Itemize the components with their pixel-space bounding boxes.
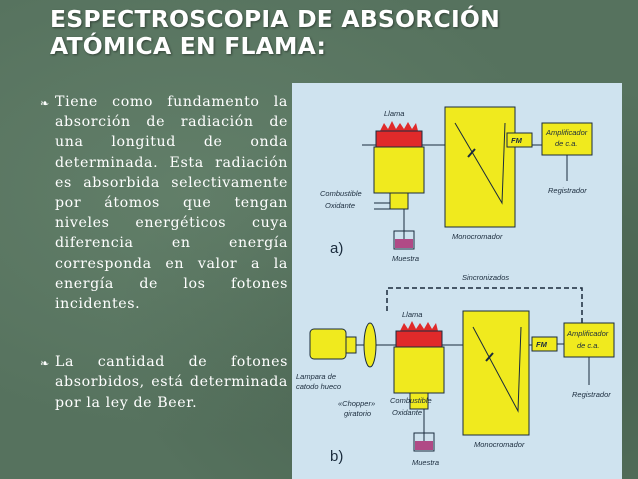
bullet-text: Tiene como fundamento la absorción de ra… bbox=[55, 94, 288, 313]
sample-liquid bbox=[395, 239, 413, 248]
bullet-text: La cantidad de fotones absorbidos, está … bbox=[55, 354, 288, 411]
flame-icon bbox=[380, 121, 418, 131]
sync-label: Sincronizados bbox=[462, 273, 509, 282]
amplifier-box-b bbox=[563, 322, 615, 358]
burner-neck-b bbox=[409, 392, 429, 410]
lamp-window bbox=[345, 336, 357, 354]
fm-detector-box bbox=[506, 132, 533, 148]
flame-label: Llama bbox=[384, 109, 404, 118]
slide-title: ESPECTROSCOPIA DE ABSORCIÓN ATÓMICA EN F… bbox=[50, 5, 500, 60]
bullet-ley-beer: ❧ La cantidad de fotones absorbidos, est… bbox=[40, 352, 288, 413]
amplifier-label-line2: de c.a. bbox=[555, 139, 578, 148]
burner-neck bbox=[389, 192, 409, 210]
flame-icon bbox=[400, 321, 438, 331]
sample-label: Muestra bbox=[392, 254, 419, 263]
sample-beaker-b bbox=[413, 432, 435, 452]
diagram-panel-a: Llama Combustible Oxidante Muestra Monoc… bbox=[320, 106, 593, 263]
panel-a-label: a) bbox=[330, 240, 343, 257]
oxidant-label: Oxidante bbox=[325, 201, 355, 210]
lamp-label-line2: catodo hueco bbox=[296, 382, 341, 391]
grating-icon bbox=[467, 148, 476, 158]
sample-liquid-b bbox=[415, 441, 433, 450]
monochromator-optics bbox=[454, 122, 506, 205]
amplifier-label-line1: Amplificador bbox=[545, 128, 588, 137]
burner-head bbox=[375, 130, 423, 148]
fm-label: FM bbox=[511, 136, 523, 145]
fuel-label: Combustible bbox=[320, 189, 362, 198]
recorder-label-b: Registrador bbox=[572, 390, 611, 399]
amplifier-box bbox=[541, 122, 593, 156]
amplifier-label-b-line1: Amplificador bbox=[566, 329, 609, 338]
monochromator-label-b: Monocromador bbox=[474, 440, 525, 449]
burner-body-b bbox=[393, 346, 445, 394]
bullet-fundamento: ❧ Tiene como fundamento la absorción de … bbox=[40, 92, 288, 314]
sample-beaker bbox=[393, 230, 415, 250]
monochromator-optics-b bbox=[472, 326, 522, 413]
recorder-label: Registrador bbox=[548, 186, 587, 195]
fuel-label-b: Combustible bbox=[390, 396, 432, 405]
sync-dashed-line bbox=[386, 287, 583, 323]
bullet-icon: ❧ bbox=[40, 357, 50, 371]
diagram-panel-b: Sincronizados Lampara de catodo hueco «C… bbox=[296, 273, 615, 467]
monochromator-label: Monocromador bbox=[452, 232, 503, 241]
spectrometer-diagram: Llama Combustible Oxidante Muestra Monoc… bbox=[292, 83, 622, 479]
chopper-label-line1: «Chopper» bbox=[338, 399, 375, 408]
fm-label-b: FM bbox=[536, 340, 548, 349]
chopper-icon bbox=[363, 322, 377, 368]
amplifier-label-b-line2: de c.a. bbox=[577, 341, 600, 350]
oxidant-label-b: Oxidante bbox=[392, 408, 422, 417]
flame-label-b: Llama bbox=[402, 310, 422, 319]
bullet-list: ❧ Tiene como fundamento la absorción de … bbox=[40, 92, 288, 413]
spectrometer-diagram-svg: Llama Combustible Oxidante Muestra Monoc… bbox=[296, 106, 615, 467]
burner-body bbox=[373, 146, 425, 194]
panel-b-label: b) bbox=[330, 448, 343, 465]
chopper-label-line2: giratorio bbox=[344, 409, 371, 418]
sample-label-b: Muestra bbox=[412, 458, 439, 467]
grating-icon bbox=[485, 352, 494, 362]
monochromator-box-b bbox=[462, 310, 530, 436]
hollow-cathode-lamp bbox=[309, 328, 347, 360]
lamp-label-line1: Lampara de bbox=[296, 372, 336, 381]
burner-head-b bbox=[395, 330, 443, 348]
bullet-icon: ❧ bbox=[40, 97, 50, 110]
